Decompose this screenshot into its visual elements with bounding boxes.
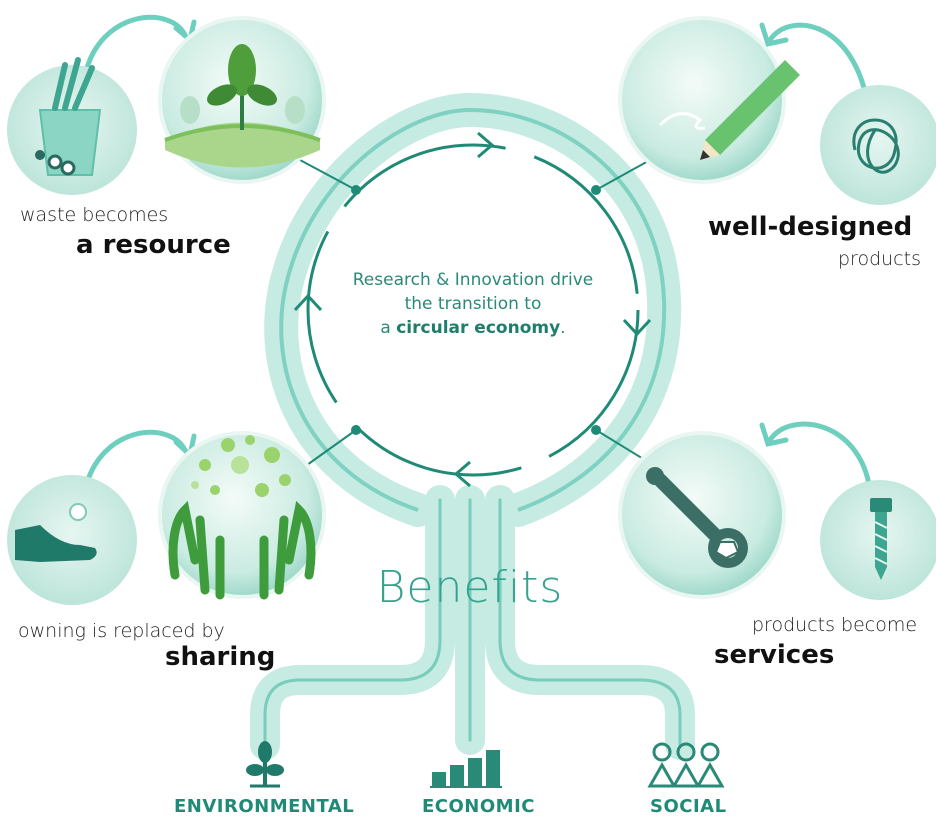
connector-lines bbox=[299, 159, 651, 471]
center-line-1: Research & Innovation drive bbox=[352, 270, 594, 290]
benefits-title: Benefits bbox=[376, 562, 564, 613]
center-line-3-prefix: a bbox=[380, 318, 397, 338]
central-ring bbox=[264, 92, 682, 527]
plant-icon bbox=[246, 741, 284, 788]
services-small-label: products become bbox=[752, 614, 918, 636]
waste-small-label: waste becomes bbox=[20, 204, 169, 226]
screw-icon bbox=[820, 480, 936, 600]
benefit-pipes bbox=[250, 485, 695, 760]
bar-chart-icon bbox=[430, 750, 502, 788]
sharing-big-label: sharing bbox=[165, 642, 276, 672]
benefit-social-label: SOCIAL bbox=[650, 796, 727, 817]
services-big-label: services bbox=[714, 640, 835, 670]
center-line-2: the transition to bbox=[404, 294, 542, 314]
sharing-small-label: owning is replaced by bbox=[18, 620, 225, 642]
waste-bin-icon bbox=[7, 57, 137, 195]
center-line-3: a circular economy. bbox=[318, 316, 628, 340]
wrench-icon bbox=[618, 431, 786, 599]
circular-economy-label: circular economy bbox=[396, 318, 561, 338]
center-message: Research & Innovation drive the transiti… bbox=[318, 268, 628, 340]
benefit-economic-label: ECONOMIC bbox=[422, 796, 535, 817]
sprout-icon bbox=[158, 16, 326, 184]
hand-icon bbox=[7, 475, 137, 605]
hands-with-bubbles-icon bbox=[158, 431, 326, 600]
designed-big-label: well-designed bbox=[708, 212, 913, 242]
scribble-icon bbox=[820, 85, 936, 205]
waste-big-label: a resource bbox=[76, 230, 231, 260]
designed-small-label: products bbox=[838, 248, 921, 270]
pencil-icon bbox=[618, 16, 800, 184]
center-line-3-suffix: . bbox=[560, 318, 566, 338]
people-icon bbox=[647, 742, 725, 788]
inner-cycle bbox=[293, 131, 652, 488]
benefit-environmental-label: ENVIRONMENTAL bbox=[174, 796, 355, 817]
